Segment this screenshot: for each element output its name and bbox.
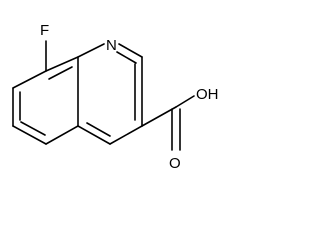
nitrogen-label: N [106, 37, 117, 54]
carbonyl-oxygen-label: O [169, 155, 181, 172]
bond-n1-c2-double [116, 51, 137, 64]
bond-c8-c8a [45, 56, 79, 72]
bond-c4-c4a [77, 125, 111, 145]
bond-c8-c8a-double [48, 66, 73, 80]
chemical-structure-diagram: F N OH O [12, 22, 219, 172]
bond-c4-c4a-double [86, 122, 111, 137]
bond-c5-c6-double [20, 121, 46, 136]
bond-c3-ccooh [141, 106, 177, 127]
bond-c3-c4 [109, 125, 143, 145]
bond-c7-c8 [12, 70, 47, 89]
bond-c-oh [175, 95, 195, 108]
hydroxyl-label: OH [196, 86, 219, 103]
bond-c5-c6 [12, 125, 47, 145]
fluorine-label: F [40, 22, 49, 39]
bond-n1-c2 [118, 43, 143, 58]
structure-canvas: F N OH O [12, 22, 219, 172]
bond-c4a-c5 [45, 125, 79, 145]
bond-c8a-n1 [77, 43, 105, 58]
